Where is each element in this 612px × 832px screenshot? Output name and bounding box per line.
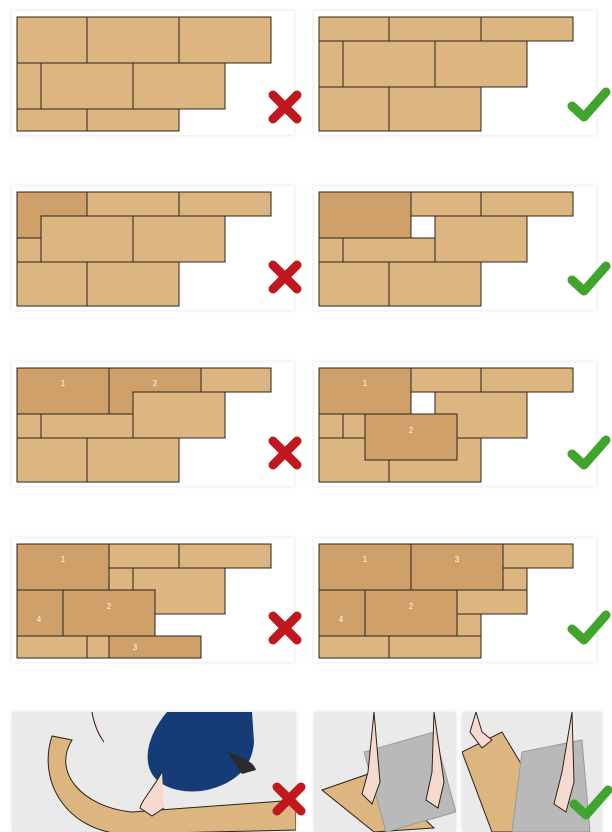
row4-right-panel: 1 3 2 4 bbox=[314, 538, 596, 662]
row4-right-tile-label: 1 bbox=[363, 555, 368, 564]
row4-check-icon bbox=[566, 607, 612, 652]
row1-right-floor bbox=[314, 11, 596, 135]
row4-wrong-floor: 1 2 3 4 bbox=[12, 538, 294, 662]
hands-lifting-tile-illustration bbox=[314, 712, 456, 832]
row4-cross-icon bbox=[266, 609, 304, 652]
row5-cross-icon bbox=[270, 780, 308, 823]
row3-wrong-panel: 1 2 bbox=[12, 362, 294, 486]
row4-right-tile-label: 4 bbox=[339, 615, 344, 624]
row2-wrong-floor bbox=[12, 186, 294, 310]
row4-right-floor: 1 3 2 4 bbox=[314, 538, 596, 662]
row5-wrong-scene bbox=[12, 712, 296, 832]
row3-wrong-tile-label: 1 bbox=[61, 379, 66, 388]
row4-wrong-tile-label: 1 bbox=[61, 555, 66, 564]
row3-wrong-tile-label: 2 bbox=[153, 379, 158, 388]
row2-check-icon bbox=[566, 258, 612, 303]
row3-wrong-floor: 1 2 bbox=[12, 362, 294, 486]
row3-check-icon bbox=[566, 432, 612, 477]
row3-right-tile-label: 1 bbox=[363, 379, 368, 388]
row4-wrong-tile-label: 3 bbox=[133, 643, 138, 652]
row4-right-tile-label: 3 bbox=[455, 555, 460, 564]
row2-right-panel bbox=[314, 186, 596, 310]
row1-wrong-floor bbox=[12, 11, 294, 135]
row5-right-scene-a bbox=[314, 712, 456, 832]
row2-wrong-panel bbox=[12, 186, 294, 310]
row1-wrong-panel bbox=[12, 11, 294, 135]
row3-right-tile-label: 2 bbox=[409, 426, 414, 435]
row4-right-tile-label: 2 bbox=[409, 602, 414, 611]
row3-right-panel: 1 2 bbox=[314, 362, 596, 486]
row1-check-icon bbox=[566, 84, 612, 129]
row2-right-floor bbox=[314, 186, 596, 310]
row2-cross-icon bbox=[266, 258, 304, 301]
row4-wrong-tile-label: 2 bbox=[107, 602, 112, 611]
row1-right-panel bbox=[314, 11, 596, 135]
row5-check-icon bbox=[568, 782, 612, 827]
row3-right-floor: 1 2 bbox=[314, 362, 596, 486]
row1-cross-icon bbox=[266, 88, 304, 131]
row4-wrong-panel: 1 2 3 4 bbox=[12, 538, 294, 662]
kneeling-person-bending-plank-illustration bbox=[12, 712, 296, 832]
row3-cross-icon bbox=[266, 434, 304, 477]
row4-wrong-tile-label: 4 bbox=[37, 615, 42, 624]
